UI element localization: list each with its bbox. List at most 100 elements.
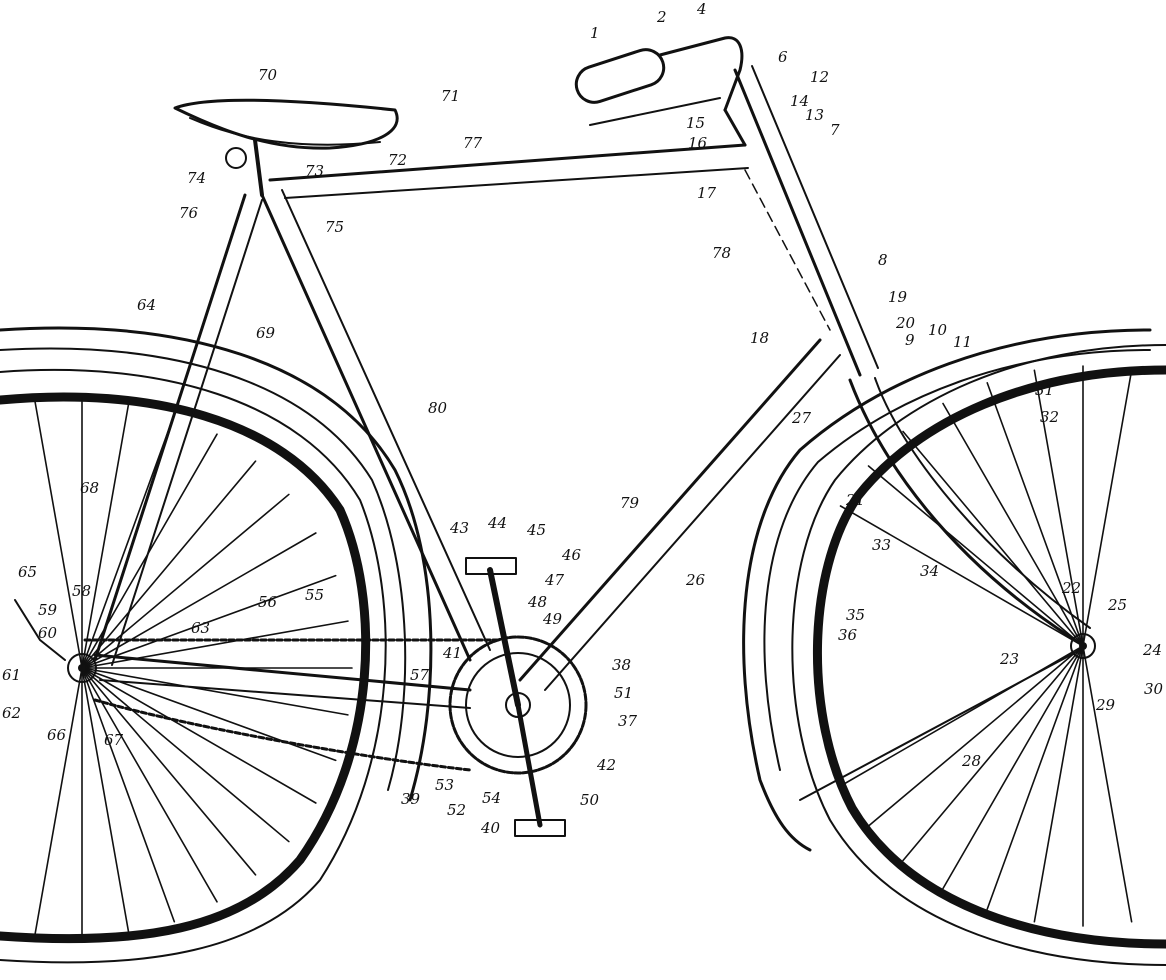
part-label: 13 [805,106,824,124]
part-label: 68 [80,479,99,497]
part-label: 1 [590,24,600,42]
part-label: 69 [256,324,276,342]
spoke [81,401,130,669]
part-label: 38 [612,656,631,674]
part-label: 6 [778,48,788,66]
part-label: 33 [872,536,891,554]
part-label: 50 [580,791,600,809]
part-label: 54 [482,789,501,807]
part-label: 67 [104,731,124,749]
part-label: 75 [325,218,344,236]
part-label: 61 [2,666,21,684]
spoke [986,382,1084,647]
part-label: 2 [656,8,667,26]
part-label: 70 [258,66,278,84]
spoke [986,645,1084,910]
rear-tire-outer [0,368,387,964]
part-label: 55 [305,586,324,604]
rear-rim [0,392,371,944]
part-label: 71 [441,87,460,105]
part-label: 66 [47,726,67,744]
part-label: 46 [561,546,582,564]
part-label: 45 [526,521,546,539]
chain-stay [93,653,472,692]
crank-arm [487,567,521,708]
part-label: 79 [620,494,640,512]
part-label: 7 [830,121,840,139]
spoke [81,667,218,903]
spoke [81,413,176,669]
spoke [81,667,257,876]
part-label: 56 [258,593,278,611]
part-label: 39 [401,790,421,808]
rear-spokes [34,397,353,939]
spoke [839,505,1084,647]
head-tube [733,68,862,377]
seat-post [253,138,264,197]
handlebar [574,36,747,147]
spoke [81,620,349,669]
pedal-upper [465,557,517,575]
spoke [867,465,1084,647]
part-label: 48 [527,593,547,611]
spoke [1082,645,1133,923]
spoke [1082,369,1133,647]
seat-tube [260,193,472,662]
part-label: 21 [845,491,865,509]
spoke [81,667,317,804]
part-label: 80 [428,399,448,417]
part-label: 40 [480,819,501,837]
front-wheel [742,328,1166,966]
spoke [81,667,176,923]
part-label: 44 [487,514,507,532]
pedal-lower [514,819,566,837]
part-label: 30 [1144,680,1164,698]
part-label: 19 [888,288,908,306]
front-hub [1070,633,1096,659]
seat-stay [93,193,247,662]
part-label: 41 [442,644,462,662]
part-label: 49 [542,610,563,628]
part-label: 16 [688,134,708,152]
spoke [81,667,130,935]
part-label: 47 [544,571,565,589]
spoke [81,574,337,669]
part-label: 27 [791,409,812,427]
rear-wheel [0,326,433,964]
front-tire-outer [791,344,1166,966]
part-label: 53 [435,776,454,794]
part-label: 76 [179,204,199,222]
part-label: 4 [696,0,707,18]
part-label: 22 [1061,579,1081,597]
part-label: 59 [38,601,58,619]
part-label: 77 [463,134,483,152]
spoke [942,645,1084,890]
spoke [81,532,317,669]
part-label: 10 [928,321,948,339]
part-label: 20 [895,314,916,332]
part-label: 63 [191,619,210,637]
part-label: 35 [846,606,865,624]
part-label: 11 [953,333,972,351]
part-label: 32 [1040,408,1059,426]
spoke [902,645,1084,862]
part-label: 24 [1142,641,1162,659]
part-label: 36 [838,626,858,644]
part-label: 42 [596,756,616,774]
front-fork [848,378,1077,642]
front-fender [742,328,1152,852]
down-tube [518,338,822,682]
saddle-top [173,98,399,150]
spoke [867,645,1084,827]
part-label: 72 [388,151,407,169]
part-label: 18 [750,329,769,347]
part-label: 58 [72,582,91,600]
part-label: 43 [449,519,469,537]
part-label: 9 [905,331,915,349]
part-label: 57 [410,666,430,684]
part-label: 37 [618,712,638,730]
rear-hub [14,599,97,683]
part-label: 26 [685,571,706,589]
